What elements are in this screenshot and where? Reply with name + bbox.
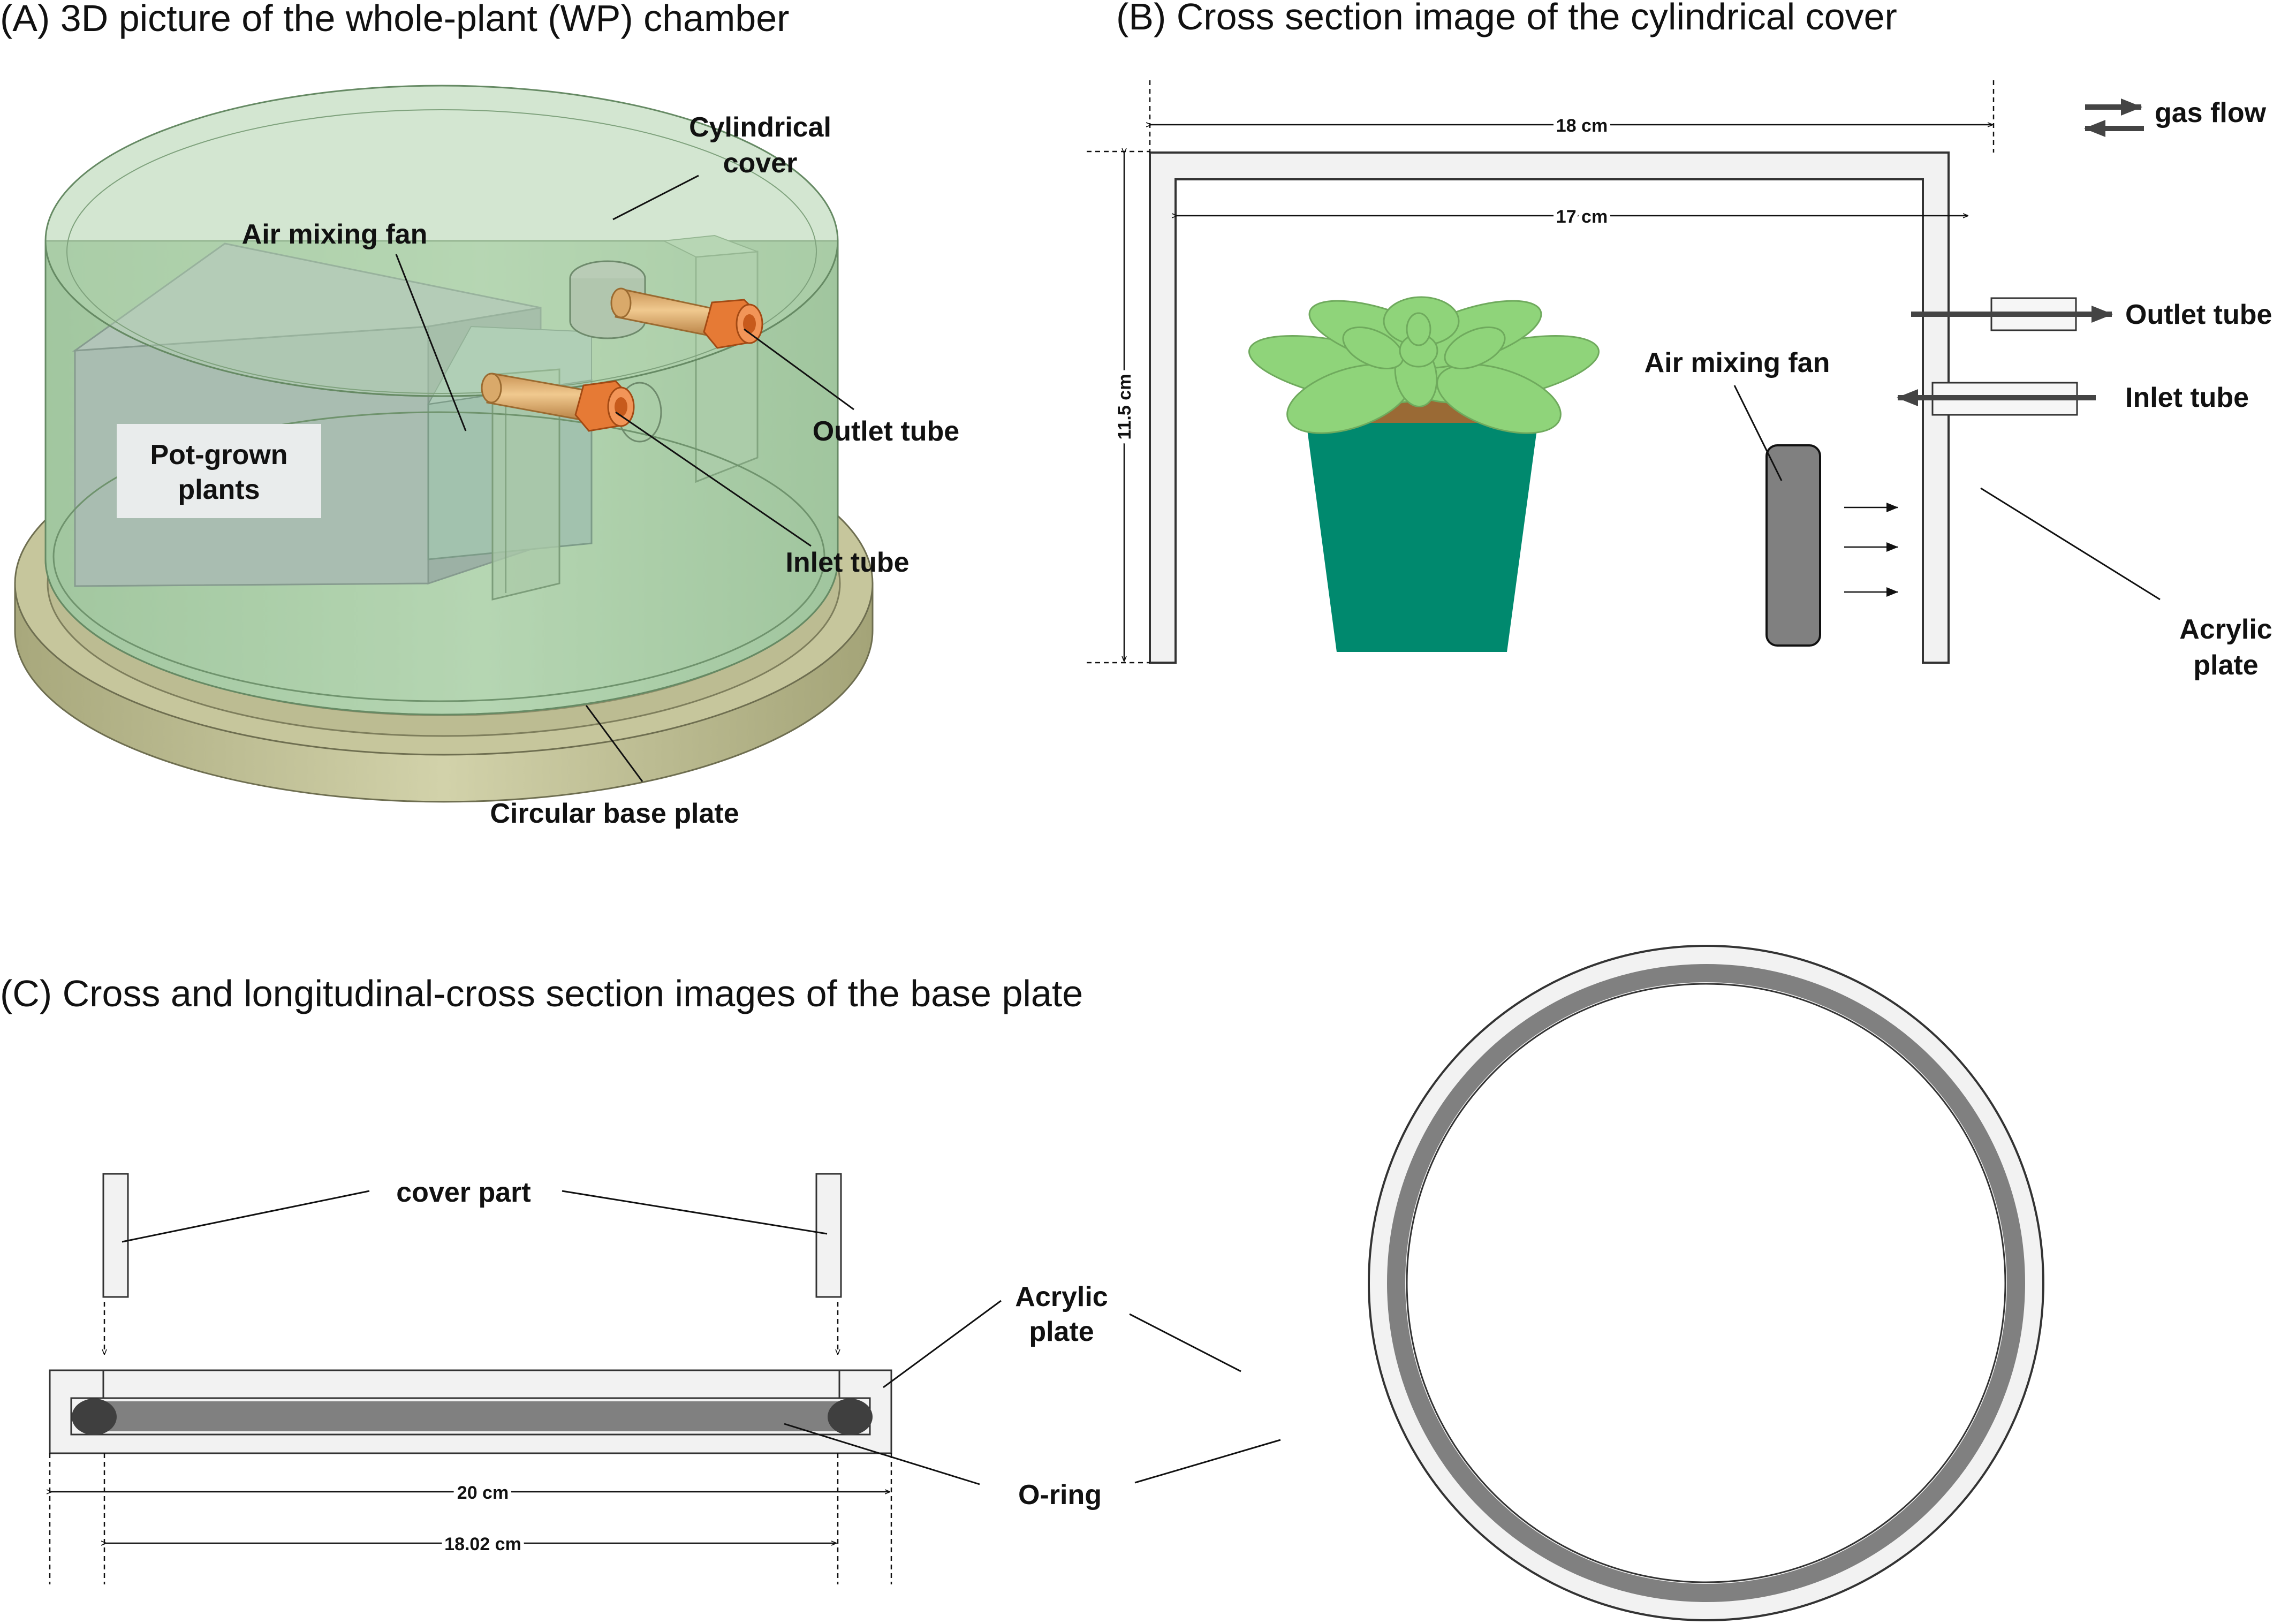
base-label-3d: Circular base plate [490, 798, 739, 829]
acrylic-label-c-line2: plate [1029, 1316, 1094, 1347]
plants-label-line1: Pot-grown [150, 439, 287, 470]
cover-part-leader-right [562, 1190, 828, 1235]
oring-label: O-ring [1018, 1479, 1102, 1511]
panel-c-title: (C) Cross and longitudinal-cross section… [0, 973, 1083, 1014]
oring-section [86, 1401, 857, 1431]
dim-inner-width-label: 17 cm [1556, 207, 1608, 227]
plants-label-box [117, 424, 321, 518]
cover-part-leader-left [122, 1190, 370, 1243]
cover-label-line2: cover [723, 148, 798, 179]
outlet-leader-3d [744, 328, 854, 411]
cover-part-label: cover part [396, 1177, 531, 1208]
acrylic-leader-b [1980, 487, 2161, 601]
fan-leader-b [1733, 385, 1783, 481]
dim-height-label: 11.5 cm [1115, 374, 1135, 440]
inlet-label-b: Inlet tube [2125, 382, 2249, 413]
outlet-label-3d: Outlet tube [813, 416, 959, 447]
oring-leader-left [784, 1423, 980, 1485]
oring-circle [1387, 964, 2025, 1602]
fan-leader-3d [395, 254, 467, 431]
panel-b-title: (B) Cross section image of the cylindric… [1116, 0, 1897, 37]
cover-label-line1: Cylindrical [689, 112, 831, 143]
base-plate-top-view [1368, 945, 2044, 1621]
pot [1306, 422, 1538, 652]
inlet-label-3d: Inlet tube [785, 547, 909, 578]
dim-c-inner-label: 18.02 cm [444, 1534, 521, 1554]
acrylic-label-b-line1: Acrylic [2179, 614, 2272, 645]
acrylic-label-c-line1: Acrylic [1015, 1281, 1108, 1312]
fan-label-b: Air mixing fan [1645, 347, 1830, 378]
oring-leader-right [1134, 1439, 1281, 1484]
dim-c-outer-label: 20 cm [457, 1483, 509, 1503]
panel-b: (B) Cross section image of the cylindric… [1087, 0, 2272, 681]
inlet-tube-3d [481, 373, 635, 432]
dim-outer-width-label: 18 cm [1556, 116, 1608, 136]
cover-cross-section [1149, 151, 1950, 664]
inlet-leader-3d [615, 411, 812, 547]
panel-a: (A) 3D picture of the whole-plant (WP) c… [0, 0, 959, 829]
gas-flow-label: gas flow [2155, 97, 2267, 128]
cover-part-right [815, 1173, 842, 1298]
cover-part-left [102, 1173, 129, 1298]
panel-c: (C) Cross and longitudinal-cross section… [0, 945, 2044, 1621]
rosette-leaves [1248, 296, 1600, 434]
outlet-tube-3d [610, 287, 763, 349]
outlet-label-b: Outlet tube [2125, 299, 2272, 330]
base-leader-3d [585, 705, 643, 782]
potted-plant [1248, 296, 1600, 652]
plants-label-line2: plants [178, 474, 260, 505]
oring-end-left [72, 1399, 117, 1435]
acrylic-label-b-line2: plate [2193, 650, 2258, 681]
oring-end-right [828, 1399, 873, 1435]
cover-leader [612, 174, 699, 221]
fan-label-3d: Air mixing fan [242, 219, 428, 250]
fan-cross-section [1765, 444, 1821, 647]
panel-a-title: (A) 3D picture of the whole-plant (WP) c… [0, 0, 789, 39]
acrylic-leader-c-right [1129, 1313, 1241, 1372]
acrylic-leader-c-left [883, 1300, 1002, 1388]
cylindrical-cover-3d [44, 85, 839, 716]
